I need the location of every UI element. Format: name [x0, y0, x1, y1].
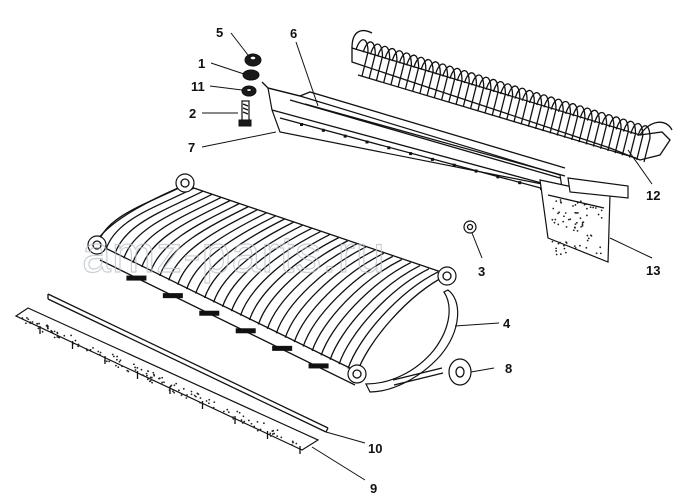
callout-10: 10 — [368, 441, 382, 456]
concave-bars — [96, 184, 448, 374]
plate-speckle — [21, 317, 298, 446]
part-5-nut — [244, 53, 262, 67]
part-6-top-strip — [261, 81, 566, 177]
callout-13: 13 — [646, 263, 660, 278]
callout-11: 11 — [191, 79, 205, 94]
watermark: amz-parts.ru — [82, 226, 386, 284]
part-4-side-arc — [365, 289, 459, 393]
part-7-angle-bar — [267, 87, 563, 191]
part-10-rod — [47, 293, 329, 433]
plate-teeth — [39, 326, 301, 454]
part-2-bolt — [238, 100, 252, 127]
part-11-lock-washer — [241, 85, 257, 97]
callout-12: 12 — [646, 188, 660, 203]
callout-3: 3 — [478, 264, 485, 279]
part-9-long-plate — [14, 307, 320, 454]
callout-1: 1 — [198, 56, 205, 71]
plate-speckle — [551, 199, 603, 256]
callout-6: 6 — [290, 26, 297, 41]
callout-7: 7 — [188, 140, 195, 155]
callout-8: 8 — [505, 361, 512, 376]
callout-5: 5 — [216, 25, 223, 40]
callout-9: 9 — [370, 481, 377, 496]
grate-ribs — [355, 39, 651, 163]
callout-4: 4 — [503, 316, 511, 331]
part-13-side-plate — [539, 177, 629, 263]
callout-labels: 5 1 11 2 6 7 12 13 3 4 8 10 9 — [188, 25, 660, 496]
leader-lines — [201, 32, 653, 481]
callout-2: 2 — [189, 106, 196, 121]
part-12-wire-grate — [351, 30, 673, 163]
concave-assembly — [87, 173, 457, 386]
part-3-nut — [463, 220, 477, 234]
part-1-washer — [242, 69, 260, 81]
